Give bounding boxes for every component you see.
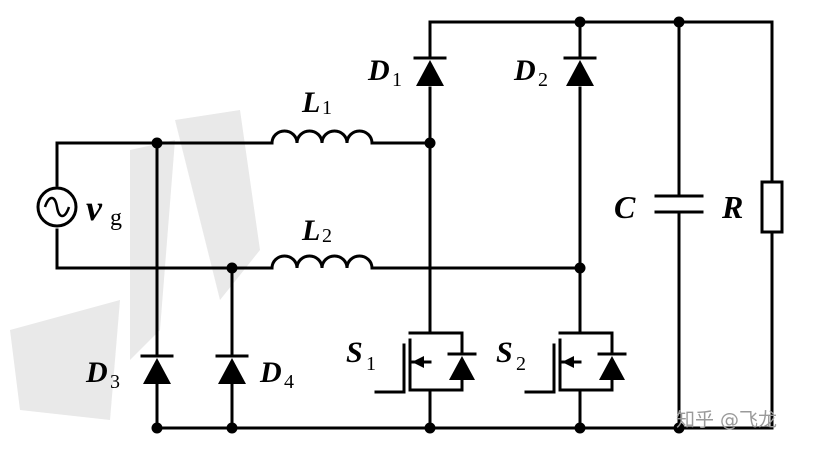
mosfet-S1-label-sub: 1 (366, 353, 376, 375)
junction-dot (574, 16, 586, 28)
wires (55, 20, 774, 430)
mosfet-S1-label: S (346, 336, 363, 369)
diode-D4 (215, 354, 249, 384)
junction-dot (673, 422, 685, 434)
diode-D4-label: D (259, 356, 282, 389)
source-label: v (86, 188, 103, 228)
junction-dot (151, 137, 163, 149)
source-label-sub: g (110, 205, 122, 231)
mosfet-S2 (524, 331, 627, 394)
resistor-R (760, 180, 784, 234)
resistor-R-label: R (721, 189, 743, 225)
junction-dot (151, 422, 163, 434)
watermark-text: 知乎 @飞龙 (676, 409, 777, 431)
inductor-L1-label: L (301, 86, 320, 119)
diode-D1-label-sub: 1 (392, 69, 402, 91)
inductor-L1 (270, 129, 374, 145)
inductor-L2-label: L (301, 214, 320, 247)
component-labels: v g L 1 L 2 D 1 D 2 D 3 D 4 S 1 S 2 C R (85, 54, 743, 393)
mosfet-S1 (374, 331, 477, 394)
diode-D2 (563, 56, 597, 86)
junction-dot (226, 262, 238, 274)
inductor-L2-label-sub: 2 (322, 225, 332, 247)
diode-D3-label-sub: 3 (110, 371, 120, 393)
diode-D2-label-sub: 2 (538, 69, 548, 91)
diode-D3 (140, 354, 174, 384)
capacitor-C (654, 194, 704, 214)
background-watermark-strokes (10, 110, 260, 420)
inductor-L2 (270, 254, 374, 270)
junction-dot (574, 422, 586, 434)
diode-D4-label-sub: 4 (284, 371, 294, 393)
ac-source (36, 186, 78, 228)
junction-dots (151, 16, 685, 434)
junction-dot (574, 262, 586, 274)
mosfet-S2-label-sub: 2 (516, 353, 526, 375)
junction-dot (673, 16, 685, 28)
diode-D3-label: D (85, 356, 108, 389)
capacitor-C-label: C (614, 189, 636, 225)
diode-D1 (413, 56, 447, 86)
junction-dot (226, 422, 238, 434)
diode-D2-label: D (513, 54, 536, 87)
junction-dot (424, 422, 436, 434)
inductor-L1-label-sub: 1 (322, 97, 332, 119)
junction-dot (424, 137, 436, 149)
diode-D1-label: D (367, 54, 390, 87)
mosfet-S2-label: S (496, 336, 513, 369)
